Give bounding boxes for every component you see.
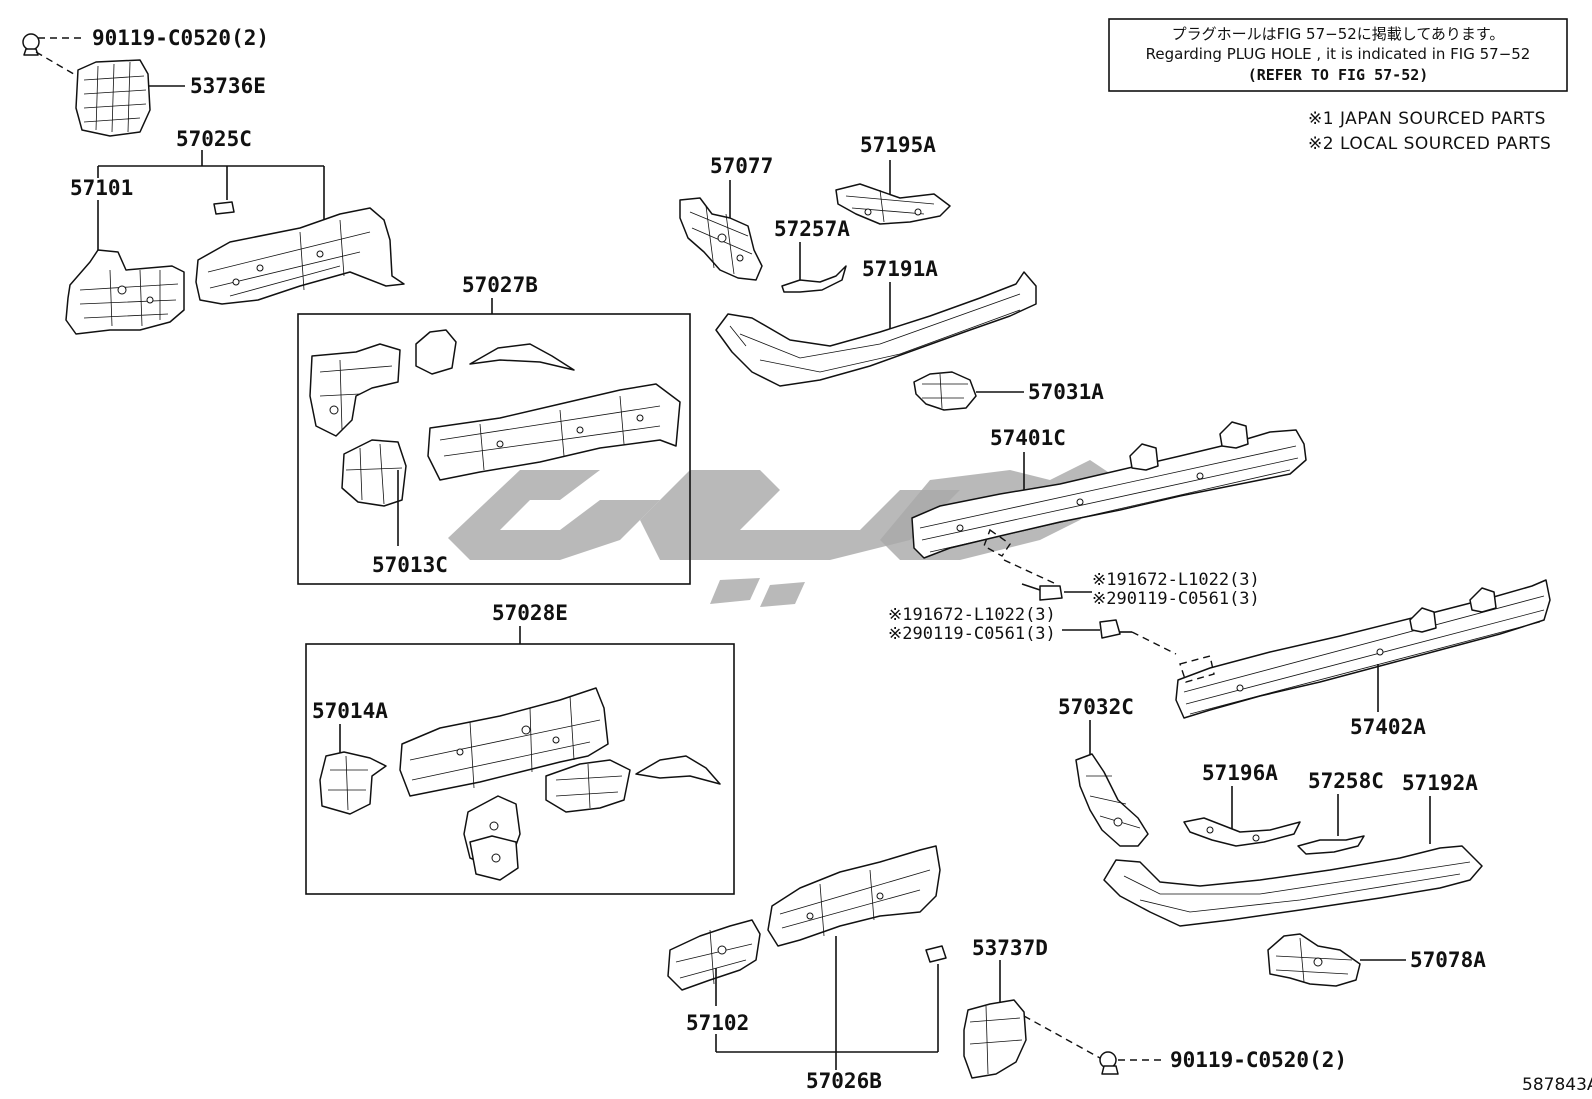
label-bolt-r1-jp: ※191672-L1022(3) — [1092, 570, 1260, 590]
sourcing-legend: ※1 JAPAN SOURCED PARTS ※2 LOCAL SOURCED … — [1308, 109, 1551, 154]
label-bolt-r2-local: ※290119-C0561(3) — [888, 624, 1056, 644]
part-57257A — [781, 242, 847, 293]
label-57195A: 57195A — [860, 133, 936, 157]
note-box — [1108, 18, 1568, 92]
label-57196A: 57196A — [1202, 761, 1278, 785]
part-57402A — [1175, 579, 1551, 719]
label-57013C: 57013C — [372, 553, 448, 577]
bolt-r1 — [1021, 583, 1092, 601]
part-57026B-rail — [767, 845, 941, 947]
plug-hole-note: プラグホールはFIG 57−52に掲載してあります。 Regarding PLU… — [1108, 18, 1568, 92]
label-57026B: 57026B — [806, 1069, 882, 1093]
leader-57102-57026B — [715, 936, 939, 1070]
legend-local-sourced: ※2 LOCAL SOURCED PARTS — [1308, 134, 1551, 154]
label-53737D: 53737D — [972, 936, 1048, 960]
note-line-en: Regarding PLUG HOLE , it is indicated in… — [1146, 45, 1531, 63]
label-57014A: 57014A — [312, 699, 388, 723]
label-57102: 57102 — [686, 1011, 749, 1035]
label-57258C: 57258C — [1308, 769, 1384, 793]
note-line-refer: (REFER TO FIG 57-52) — [1248, 66, 1429, 84]
figure-id: 587843A — [1522, 1075, 1592, 1095]
bolt-r2 — [1062, 619, 1177, 655]
label-57025C: 57025C — [176, 127, 252, 151]
part-57032C — [1075, 720, 1149, 847]
parts-57027B-group — [309, 329, 681, 546]
label-57101: 57101 — [70, 176, 133, 200]
label-57077: 57077 — [710, 154, 773, 178]
part-57031A — [913, 371, 1024, 411]
label-57191A: 57191A — [862, 257, 938, 281]
leader-57025C — [97, 150, 325, 220]
part-57101 — [65, 200, 185, 335]
label-57028E: 57028E — [492, 601, 568, 625]
part-57195A — [835, 160, 951, 225]
part-57077 — [679, 180, 763, 281]
watermark-logo — [448, 460, 1120, 607]
part-57258C — [1297, 794, 1365, 855]
part-57025C-rail — [195, 207, 405, 305]
label-bolt-90119-C0520-top: 90119-C0520(2) — [92, 26, 269, 50]
label-57402A: 57402A — [1350, 715, 1426, 739]
parts-57028E-group — [319, 687, 721, 881]
label-57192A: 57192A — [1402, 771, 1478, 795]
part-57102 — [667, 919, 761, 991]
label-bolt-90119-C0520-bottom: 90119-C0520(2) — [1170, 1048, 1347, 1072]
part-57196A — [1183, 786, 1301, 847]
label-57078A: 57078A — [1410, 948, 1486, 972]
label-57031A: 57031A — [1028, 380, 1104, 404]
part-57078A — [1267, 933, 1406, 987]
label-57027B: 57027B — [462, 273, 538, 297]
label-bolt-r2-jp: ※191672-L1022(3) — [888, 605, 1056, 625]
label-53736E: 53736E — [190, 74, 266, 98]
part-57192A — [1103, 796, 1483, 927]
bolt-90119-C0520-top — [22, 33, 85, 81]
part-53737D — [963, 960, 1101, 1079]
part-53736E — [75, 59, 185, 137]
part-57191A — [715, 271, 1037, 387]
box-57027B-assembly — [297, 313, 691, 585]
label-57401C: 57401C — [990, 426, 1066, 450]
legend-japan-sourced: ※1 JAPAN SOURCED PARTS — [1308, 109, 1546, 129]
part-clip-57026B — [925, 945, 947, 963]
part-57401C — [911, 421, 1307, 585]
label-bolt-r1-local: ※290119-C0561(3) — [1092, 589, 1260, 609]
part-clip-57025C — [213, 201, 235, 215]
bolt-90119-C0520-bottom — [1099, 1051, 1166, 1075]
note-line-jp: プラグホールはFIG 57−52に掲載してあります。 — [1172, 25, 1505, 43]
box-57028E-assembly — [305, 643, 735, 895]
label-57257A: 57257A — [774, 217, 850, 241]
label-57032C: 57032C — [1058, 695, 1134, 719]
